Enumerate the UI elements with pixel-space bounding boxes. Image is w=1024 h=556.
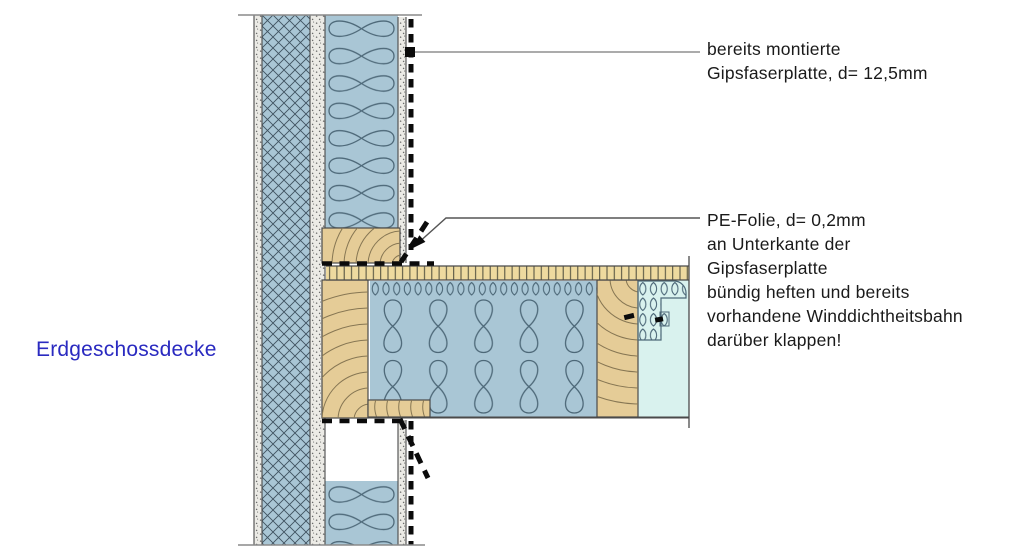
label-gipsfaserplatte: bereits montierte Gipsfaserplatte, d= 12… xyxy=(707,39,928,83)
wall-insulation-upper xyxy=(325,15,398,228)
leader-lines xyxy=(405,47,700,249)
wall-render-strip xyxy=(254,15,262,545)
wall-masonry-layer xyxy=(262,15,310,545)
floor-loop-membrane-row xyxy=(370,281,597,297)
leader-pe-folie xyxy=(416,217,700,245)
floor-board xyxy=(326,265,689,281)
floor-section xyxy=(321,227,690,428)
wall-sheathing-strip-lower xyxy=(398,420,406,545)
floor-insulation xyxy=(370,296,597,418)
wood-end-grain-piece xyxy=(367,399,431,418)
pe-folie-membrane xyxy=(322,220,434,480)
wall-section xyxy=(253,15,414,545)
pe-folie-diagonal-lower xyxy=(397,417,431,480)
wood-joist-right xyxy=(596,279,639,418)
wall-sheathing-strip-upper xyxy=(398,17,406,263)
section-cut-lines xyxy=(238,14,425,546)
wall-plaster-strip xyxy=(310,15,325,545)
pe-folie-diagonal-upper xyxy=(398,220,430,264)
fastener-mark-membrane xyxy=(654,316,664,323)
fastener-mark-joist xyxy=(623,312,635,321)
wall-insulation-lower xyxy=(325,481,398,545)
leader-pe-folie-arrowhead xyxy=(411,235,426,249)
label-pe-folie: PE-Folie, d= 0,2mm an Unterkante der Gip… xyxy=(707,210,963,350)
label-erdgeschossdecke: Erdgeschossdecke xyxy=(36,338,217,361)
leader-gipsfaserplatte-anchor xyxy=(405,47,415,57)
